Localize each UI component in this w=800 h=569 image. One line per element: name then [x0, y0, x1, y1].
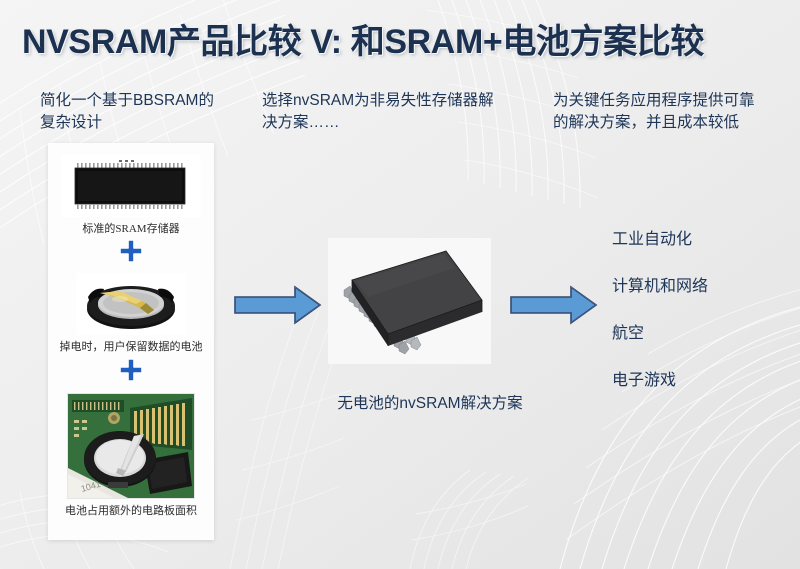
- applications-list: 工业自动化 计算机和网络 航空 电子游戏: [612, 225, 792, 413]
- sram-chip-photo: [61, 155, 201, 217]
- title-band: NVSRAM产品比较 V: 和SRAM+电池方案比较: [0, 0, 800, 76]
- coin-battery-photo: [76, 273, 186, 335]
- lead-text-center: 选择nvSRAM为非易失性存储器解 决方案……: [262, 92, 494, 132]
- arrow-right-to-applications: [509, 284, 599, 331]
- plus-icon: [118, 238, 144, 264]
- stack-caption-sram: 标准的SRAM存储器: [82, 223, 180, 235]
- nvsram-caption: 无电池的nvSRAM解决方案: [337, 395, 523, 412]
- list-item: 计算机和网络: [612, 278, 709, 295]
- arrow-right-to-nvsram: [233, 284, 323, 331]
- stack-item-battery: 掉电时，用户保留数据的电池: [48, 273, 214, 354]
- list-item: 航空: [612, 325, 645, 342]
- lead-text-left: 简化一个基于BBSRAM的 复杂设计: [40, 92, 214, 132]
- bbsram-stack-panel: 标准的SRAM存储器: [48, 143, 214, 540]
- nvsram-chip-photo: [328, 238, 491, 364]
- stack-item-pcb: 1041: [48, 393, 214, 518]
- stack-item-sram: 标准的SRAM存储器: [48, 155, 214, 236]
- list-item: 电子游戏: [612, 372, 677, 389]
- plus-icon: [118, 357, 144, 383]
- nvsram-chip-panel: [328, 238, 491, 364]
- stack-caption-pcb: 电池占用额外的电路板面积: [65, 505, 197, 517]
- lead-text-right: 为关键任务应用程序提供可靠 的解决方案，并且成本较低: [553, 92, 755, 132]
- pcb-battery-photo: 1041: [67, 393, 195, 499]
- list-item: 工业自动化: [612, 231, 693, 248]
- page-title: NVSRAM产品比较 V: 和SRAM+电池方案比较: [22, 22, 704, 61]
- stack-caption-battery: 掉电时，用户保留数据的电池: [59, 341, 203, 353]
